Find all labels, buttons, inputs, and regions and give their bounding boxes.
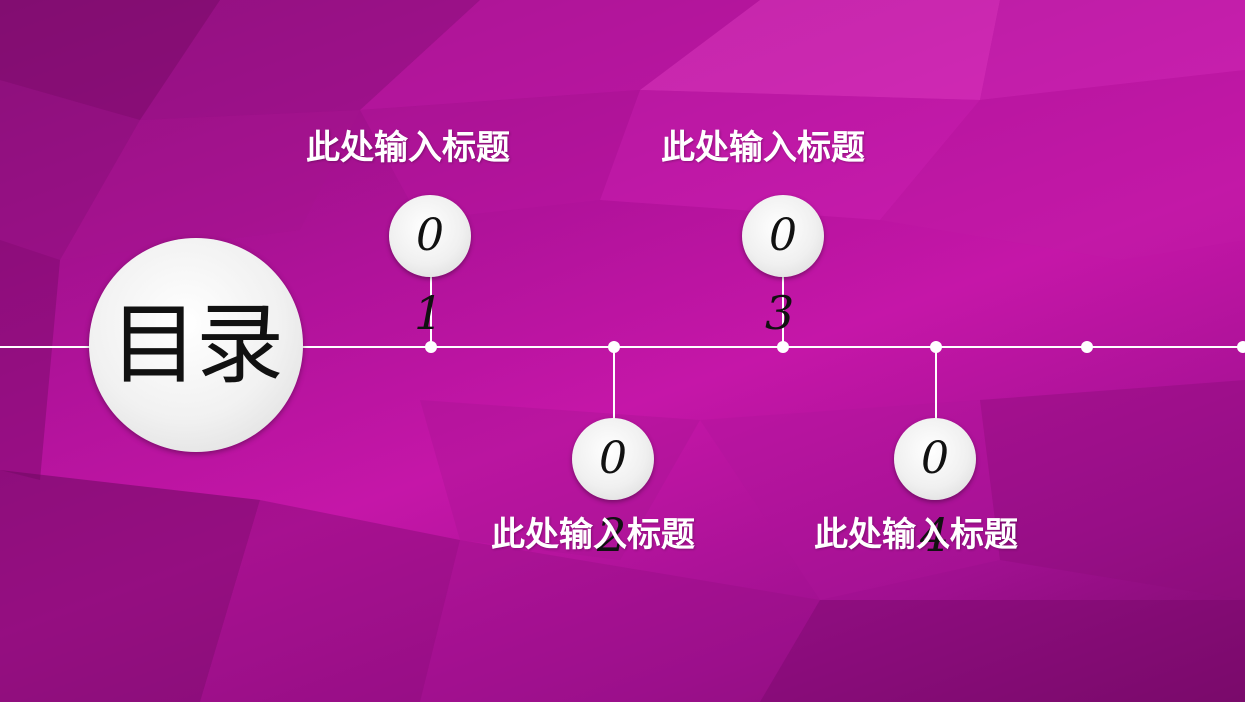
timeline-dot [608, 341, 620, 353]
item-3-digit-a: 0 [769, 210, 797, 261]
timeline-dot [777, 341, 789, 353]
toc-title: 目录 [109, 293, 284, 396]
item-3-heading[interactable]: 此处输入标题 [661, 128, 865, 168]
item-2-heading[interactable]: 此处输入标题 [491, 515, 695, 555]
item-4-digit-b: 4 [920, 508, 950, 562]
item-4-number-circle[interactable]: 0 [894, 418, 976, 500]
timeline-dot [1237, 341, 1245, 353]
connector-stem [935, 348, 937, 420]
item-2-digit-a: 0 [599, 433, 627, 484]
toc-title-circle: 目录 [89, 238, 303, 452]
item-1-number-circle[interactable]: 0 [389, 195, 471, 277]
connector-stem [782, 276, 784, 346]
timeline-dot [1081, 341, 1093, 353]
timeline-dot [930, 341, 942, 353]
item-3-number-circle[interactable]: 0 [742, 195, 824, 277]
connector-stem [430, 276, 432, 346]
item-2-number-circle[interactable]: 0 [572, 418, 654, 500]
timeline-line [0, 346, 1245, 348]
item-1-digit-b: 1 [414, 286, 444, 340]
item-2-digit-b: 2 [597, 508, 627, 562]
timeline-dot [425, 341, 437, 353]
connector-stem [613, 348, 615, 420]
item-4-heading[interactable]: 此处输入标题 [814, 515, 1018, 555]
item-1-digit-a: 0 [416, 210, 444, 261]
item-1-heading[interactable]: 此处输入标题 [306, 128, 510, 168]
item-3-digit-b: 3 [765, 286, 795, 340]
item-4-digit-a: 0 [921, 433, 949, 484]
